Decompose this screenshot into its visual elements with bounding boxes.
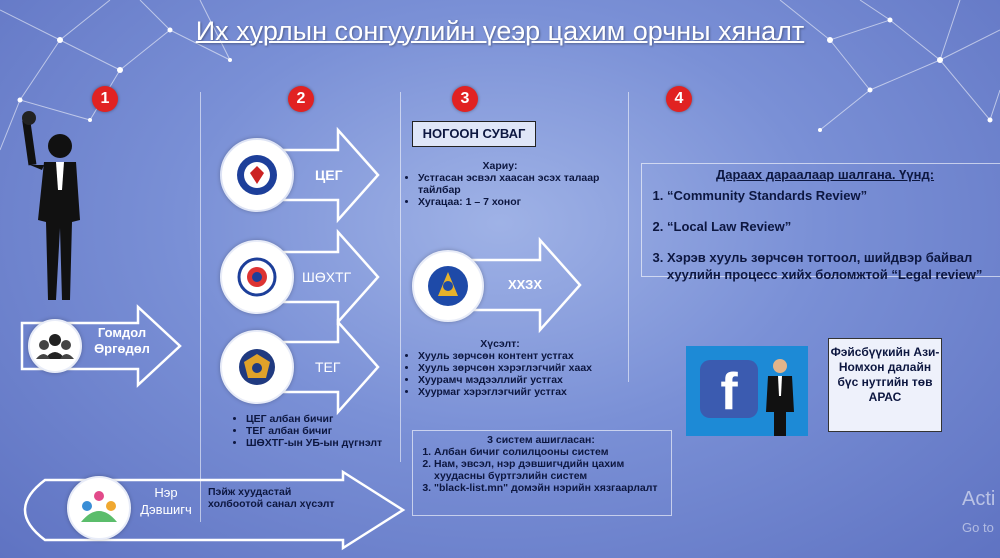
bottom-arrow-text: Пэйж хуудастай холбоотой санал хүсэлт bbox=[208, 486, 335, 510]
arrow-police-label: ЦЕГ bbox=[315, 167, 343, 183]
arrow-intelligence-agency: ТЕГ bbox=[220, 318, 380, 416]
person-raising-fist-icon bbox=[22, 111, 80, 300]
answer-item: Устгасан эсвэл хаасан эсэх талаар тайлба… bbox=[418, 172, 600, 196]
green-channel-title: НОГООН СУВАГ bbox=[412, 121, 536, 147]
systems-block: 3 систем ашигласан: Албан бичиг солилцоо… bbox=[416, 434, 666, 494]
arrow-intelligence-agency-label: ТЕГ bbox=[315, 359, 341, 375]
systems-item: Нам, эвсэл, нэр дэвшигчдийн цахим хуудас… bbox=[434, 458, 666, 482]
request-item: Хууль зөрчсөн контент устгах bbox=[418, 350, 600, 362]
agency-emblem-icon bbox=[239, 349, 275, 385]
intelligence-agency-emblem bbox=[220, 330, 294, 404]
facebook-logo-icon: f bbox=[700, 360, 758, 421]
note-item: ТЕГ албан бичиг bbox=[246, 425, 388, 437]
column-divider bbox=[200, 92, 201, 522]
answer-item: Хугацаа: 1 – 7 хоног bbox=[418, 196, 600, 208]
col2-notes: ЦЕГ албан бичиг ТЕГ албан бичиг ШӨХТГ-ын… bbox=[228, 413, 388, 449]
arrow-police: ЦЕГ bbox=[220, 126, 380, 224]
complaint-label: Гомдол Өргөдөл bbox=[94, 325, 150, 356]
authority-emblem-icon bbox=[237, 257, 277, 297]
police-emblem-icon bbox=[237, 155, 277, 195]
review-item: “Local Law Review” bbox=[667, 218, 1000, 235]
candidate-avatar bbox=[67, 476, 131, 540]
bottom-arrow: Нэр Дэвшигч Пэйж хуудастай холбоотой сан… bbox=[5, 469, 406, 551]
systems-item: Албан бичиг солилцооны систем bbox=[434, 446, 666, 458]
arrow-election-commission: ХХЗХ bbox=[412, 236, 582, 334]
arrow-competition-authority: ШӨХТГ bbox=[220, 228, 380, 326]
review-heading: Дараах дараалаар шалгана. Үүнд: bbox=[715, 167, 935, 182]
step-1-badge: 1 bbox=[92, 86, 118, 112]
arrow-competition-authority-label: ШӨХТГ bbox=[302, 269, 352, 285]
step-4-badge: 4 bbox=[666, 86, 692, 112]
complaint-arrow: Гомдол Өргөдөл bbox=[20, 304, 185, 388]
answer-title: Хариу: bbox=[482, 160, 518, 172]
review-list: Дараах дараалаар шалгана. Үүнд: “Communi… bbox=[645, 166, 1000, 297]
police-emblem bbox=[220, 138, 294, 212]
column-divider bbox=[400, 92, 401, 462]
note-item: ШӨХТГ-ын УБ-ын дүгнэлт bbox=[246, 437, 388, 449]
request-item: Хууль зөрчсөн хэрэглэгчийг хаах bbox=[418, 362, 600, 374]
column-divider bbox=[628, 92, 629, 382]
competition-authority-emblem bbox=[220, 240, 294, 314]
election-commission-emblem bbox=[412, 250, 484, 322]
systems-title: 3 систем ашигласан: bbox=[487, 434, 595, 446]
facebook-apac-box: Фэйсбүүкийн Ази-Номхон далайн бүс нутгий… bbox=[828, 338, 942, 432]
watermark-line-1: Acti bbox=[962, 488, 996, 510]
review-item: Хэрэв хууль зөрчсөн тогтоол, шийдвэр бай… bbox=[667, 249, 1000, 283]
page-title: Их хурлын сонгуулийн үеэр цахим орчны хя… bbox=[195, 16, 805, 46]
review-item: “Community Standards Review” bbox=[667, 187, 1000, 204]
step-2-badge: 2 bbox=[288, 86, 314, 112]
request-block: Хүсэлт: Хууль зөрчсөн контент устгах Хуу… bbox=[400, 338, 600, 398]
step-3-badge: 3 bbox=[452, 86, 478, 112]
watermark-line-2: Go to bbox=[962, 520, 994, 535]
facebook-illustration: f bbox=[686, 346, 808, 436]
answer-block: Хариу: Устгасан эсвэл хаасан эсэх талаар… bbox=[400, 160, 600, 208]
request-item: Хуурамч мэдээллийг устгах bbox=[418, 374, 600, 386]
businessman-icon bbox=[766, 359, 794, 436]
systems-box bbox=[412, 430, 672, 516]
request-title: Хүсэлт: bbox=[480, 338, 520, 350]
review-box bbox=[641, 163, 1000, 277]
people-group-icon bbox=[36, 334, 74, 359]
people-network-icon bbox=[81, 491, 117, 522]
note-item: ЦЕГ албан бичиг bbox=[246, 413, 388, 425]
candidate-label: Нэр Дэвшигч bbox=[140, 485, 192, 517]
request-item: Хуурмаг хэрэглэгчийг устгах bbox=[418, 386, 600, 398]
systems-item: "black-list.mn" домэйн нэрийн хязгаарлал… bbox=[434, 482, 666, 494]
arrow-election-commission-label: ХХЗХ bbox=[508, 277, 542, 292]
state-emblem-icon bbox=[428, 266, 468, 306]
group-avatar bbox=[28, 319, 82, 373]
